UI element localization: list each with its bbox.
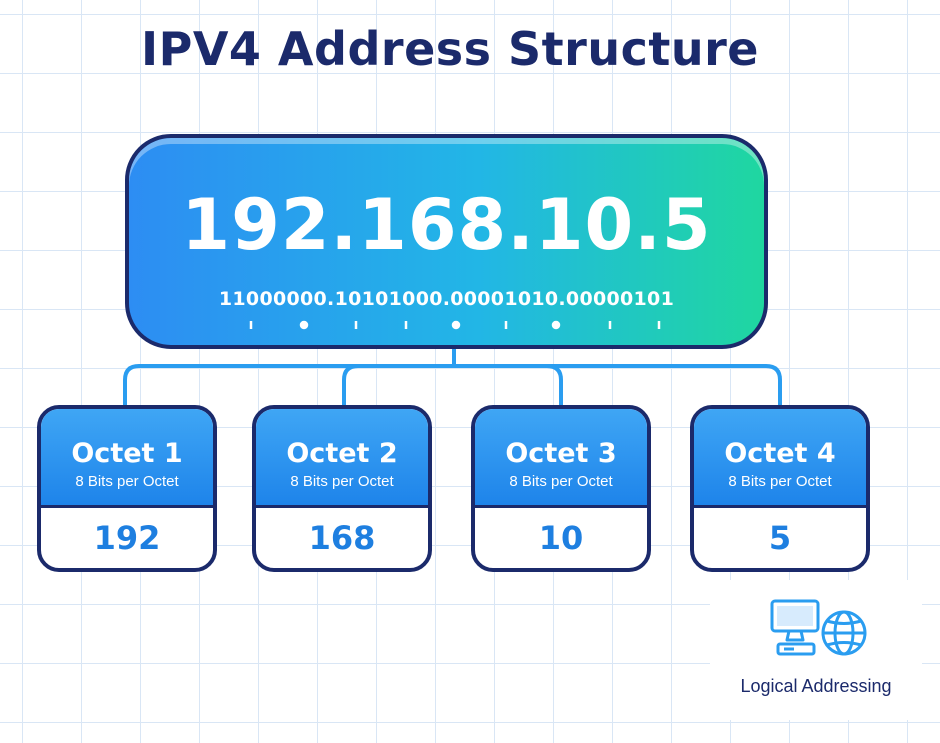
octet-value: 192 — [93, 519, 161, 557]
logo-caption: Logical Addressing — [740, 676, 892, 696]
octet-header: Octet 2 8 Bits per Octet — [256, 409, 428, 508]
octet-subtitle: 8 Bits per Octet — [728, 473, 832, 490]
octet-value: 5 — [768, 519, 792, 557]
octet-subtitle: 8 Bits per Octet — [75, 473, 179, 490]
ip-binary: 11000000.10101000.00001010.00000101 — [218, 288, 675, 310]
logical-addressing-logo: Logical Addressing — [710, 580, 922, 720]
octet-header: Octet 1 8 Bits per Octet — [41, 409, 213, 508]
connector-octet-2 — [342, 364, 360, 410]
bit-tick-marks — [249, 320, 661, 330]
octet-card-1: Octet 1 8 Bits per Octet 192 — [37, 405, 217, 572]
octet-name: Octet 4 — [724, 438, 836, 469]
computer-icon — [770, 599, 820, 656]
octet-header: Octet 3 8 Bits per Octet — [475, 409, 647, 508]
globe-icon — [821, 610, 867, 656]
octet-name: Octet 2 — [286, 438, 398, 469]
page-title: IPV4 Address Structure — [140, 22, 759, 76]
connector-bus — [123, 364, 782, 410]
octet-subtitle: 8 Bits per Octet — [509, 473, 613, 490]
ip-decimal: 192.168.10.5 — [181, 184, 712, 266]
octet-name: Octet 1 — [71, 438, 183, 469]
ip-address-box: 192.168.10.5 11000000.10101000.00001010.… — [125, 134, 768, 349]
connector-octet-3 — [545, 364, 563, 410]
octet-card-2: Octet 2 8 Bits per Octet 168 — [252, 405, 432, 572]
octet-name: Octet 3 — [505, 438, 617, 469]
octet-value: 10 — [538, 519, 584, 557]
octet-card-3: Octet 3 8 Bits per Octet 10 — [471, 405, 651, 572]
octet-value: 168 — [308, 519, 376, 557]
octet-card-4: Octet 4 8 Bits per Octet 5 — [690, 405, 870, 572]
octet-header: Octet 4 8 Bits per Octet — [694, 409, 866, 508]
octet-subtitle: 8 Bits per Octet — [290, 473, 394, 490]
